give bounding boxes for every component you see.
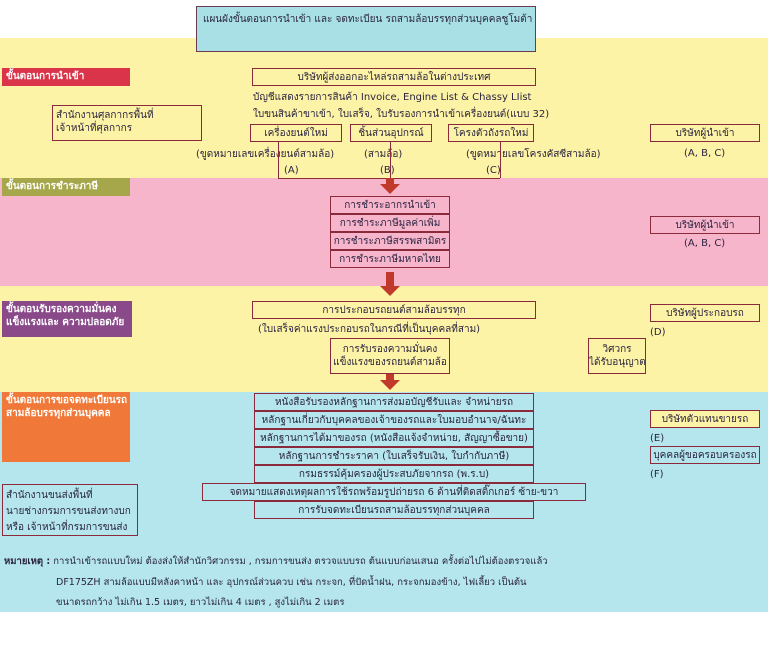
engine-note: (ขูดหมายเลขเครื่องยนต์สามล้อ) <box>196 149 335 160</box>
label-f: (F) <box>650 469 664 480</box>
importer-abc-2: (A, B, C) <box>684 238 726 249</box>
stage-cert: ขั้นตอนรับรองความมั่นคง แข็งแรงและ ความป… <box>2 301 132 337</box>
tax-item-1: การชำระอากรนำเข้า <box>330 196 450 214</box>
remarks-label: หมายเหตุ : <box>4 556 51 567</box>
import-band <box>0 38 768 178</box>
remarks-line3: ขนาดรถกว้าง ไม่เกิน 1.5 เมตร, ยาวไม่เกิน… <box>56 597 345 608</box>
import-docs-line2: ใบขนสินค้าขาเข้า, ใบเสร็จ, ใบรับรองการนำ… <box>253 109 550 120</box>
customs-line1: สำนักงานศุลกากรพื้นที่ <box>56 110 154 121</box>
assembly-box: การประกอบรถยนต์สามล้อบรรทุก <box>252 301 536 319</box>
tax-item-2: การชำระภาษีมูลค่าเพิ่ม <box>330 214 450 232</box>
stage-reg-line2: สามล้อบรรทุกส่วนบุคคล <box>6 408 111 419</box>
label-d: (D) <box>650 327 666 338</box>
owner-box: บุคคลผู้ขอครอบครองรถ <box>650 446 760 464</box>
customs-line2: เจ้าหน้าที่ศุลกากร <box>56 123 133 134</box>
assembler-box: บริษัทผู้ประกอบรถ <box>650 304 760 322</box>
reg-item-5: กรมธรรม์คุ้มครองผู้ประสบภัยจากรถ (พ.ร.บ) <box>254 465 534 483</box>
reg-item-6: จดหมายแสดงเหตุผลการใช้รถพร้อมรูปถ่ายรถ 6… <box>202 483 586 501</box>
label-b: (B) <box>380 165 395 176</box>
stage-reg: ขั้นตอนการขอจดทะเบียนรถ สามล้อบรรทุกส่วน… <box>2 392 130 462</box>
safety-cert-line1: การรับรองความมั่นคง <box>342 344 438 355</box>
engine-box: เครื่องยนต์ใหม่ <box>250 124 342 142</box>
tax-item-3: การชำระภาษีสรรพสามิตร <box>330 232 450 250</box>
arrow-shaft-2 <box>386 272 394 286</box>
office-line3: หรือ เจ้าหน้าที่กรมการขนส่ง <box>6 522 128 533</box>
stage-tax: ขั้นตอนการชำระภาษี <box>2 178 130 196</box>
exporter-box: บริษัทผู้ส่งออกอะไหล่รถสามล้อในต่างประเท… <box>252 68 536 86</box>
parts-note: (สามล้อ) <box>364 149 403 160</box>
remarks-line1: หมายเหตุ : การนำเข้ารถแบบใหม่ ต้องส่งให้… <box>4 553 548 570</box>
safety-cert-line2: แข็งแรงของรถยนต์สามล้อ <box>333 357 447 368</box>
connector-engine <box>278 142 279 178</box>
frame-note: (ขูดหมายเลขโครงคัสซีสามล้อ) <box>466 149 601 160</box>
stage-cert-line2: แข็งแรงและ ความปลอดภัย <box>6 317 125 328</box>
assembly-note: (ใบเสร็จค่าแรงประกอบรถในกรณีที่เป็นบุคคล… <box>258 324 481 335</box>
stage-cert-line1: ขั้นตอนรับรองความมั่นคง <box>6 304 117 315</box>
arrow-shaft-1 <box>386 178 394 184</box>
parts-box: ชิ้นส่วนอุปกรณ์ <box>350 124 432 142</box>
customs-office-box: สำนักงานศุลกากรพื้นที่ เจ้าหน้าที่ศุลกาก… <box>52 105 202 141</box>
engineer-box: วิศวกร ได้รับอนุญาต <box>588 338 646 374</box>
arrow-down-icon <box>380 380 400 390</box>
stage-import: ขั้นตอนการนำเข้า <box>2 68 130 86</box>
connector-parts <box>390 142 391 178</box>
office-line2: นายช่างกรมการขนส่งทางบก <box>6 506 131 517</box>
import-docs-line1: บัญชีแสดงรายการสินค้า Invoice, Engine Li… <box>253 92 532 103</box>
reg-item-4: หลักฐานการชำระราคา (ใบเสร็จรับเงิน, ใบกำ… <box>254 447 534 465</box>
importer-abc-1: (A, B, C) <box>684 148 726 159</box>
label-e: (E) <box>650 433 665 444</box>
stage-reg-line1: ขั้นตอนการขอจดทะเบียนรถ <box>6 395 128 406</box>
reg-item-1: หนังสือรับรองหลักฐานการส่งมอบัญชีรับและ … <box>254 393 534 411</box>
arrow-down-icon <box>380 184 400 194</box>
transport-office-box: สำนักงานขนส่งพื้นที่ นายช่างกรมการขนส่งท… <box>2 484 138 536</box>
engineer-line1: วิศวกร <box>602 344 632 355</box>
arrow-down-icon <box>380 286 400 296</box>
page-title-text: แผนผังขั้นตอนการนำเข้า และ จดทะเบียน รถส… <box>203 14 533 25</box>
tax-item-4: การชำระภาษีมหาดไทย <box>330 250 450 268</box>
arrow-shaft-3 <box>386 374 394 380</box>
engineer-line2: ได้รับอนุญาต <box>589 357 646 368</box>
office-line1: สำนักงานขนส่งพื้นที่ <box>6 490 93 501</box>
remarks-text-1: การนำเข้ารถแบบใหม่ ต้องส่งให้สำนักวิศวกร… <box>53 556 548 567</box>
importer-box-2: บริษัทผู้นำเข้า <box>650 216 760 234</box>
remarks-line2: DF175ZH สามล้อแบบมีหลังคาหน้า และ อุปกรณ… <box>56 577 527 588</box>
connector-frame <box>500 142 501 178</box>
reg-item-2: หลักฐานเกี่ยวกับบุคคลของเจ้าของรถและใบมอ… <box>254 411 534 429</box>
dealer-box: บริษัทตัวแทนขายรถ <box>650 410 760 428</box>
frame-box: โครงตัวถังรถใหม่ <box>448 124 534 142</box>
label-a: (A) <box>284 165 299 176</box>
label-c: (C) <box>486 165 501 176</box>
safety-cert-box: การรับรองความมั่นคง แข็งแรงของรถยนต์สามล… <box>330 338 450 374</box>
page-title: แผนผังขั้นตอนการนำเข้า และ จดทะเบียน รถส… <box>196 6 536 52</box>
importer-box-1: บริษัทผู้นำเข้า <box>650 124 760 142</box>
reg-item-7: การรับจดทะเบียนรถสามล้อบรรทุกส่วนบุคคล <box>254 501 534 519</box>
reg-item-3: หลักฐานการได้มาของรถ (หนังสือแจ้งจำหน่าย… <box>254 429 534 447</box>
